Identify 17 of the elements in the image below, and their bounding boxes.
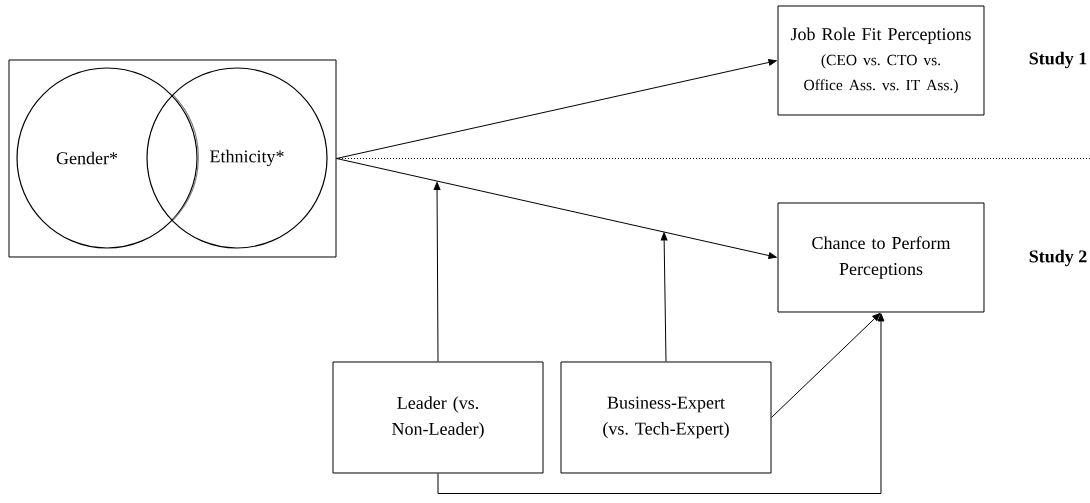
- venn-circle: [16, 67, 198, 249]
- arrow: [437, 313, 885, 494]
- variable-box: Chance to Perform Perceptions: [777, 202, 985, 313]
- arrow: [433, 181, 441, 362]
- frame-box: [8, 59, 337, 258]
- arrow: [660, 232, 668, 362]
- venn-circle: [146, 67, 328, 249]
- variable-box: Business-Expert (vs. Tech-Expert): [560, 361, 772, 474]
- variable-box: Leader (vs. Non-Leader): [332, 361, 544, 474]
- arrow: [771, 312, 881, 418]
- study-label: Study 1: [1029, 51, 1087, 69]
- variable-box: Job Role Fit Perceptions (CEO vs. CTO vs. Office Ass. vs. IT Ass.): [777, 5, 985, 116]
- study-label: Study 2: [1029, 249, 1087, 267]
- arrow: [336, 59, 777, 159]
- circle-label: Ethnicity*: [210, 149, 284, 167]
- circle-label: Gender*: [56, 151, 118, 165]
- arrow: [336, 158, 777, 259]
